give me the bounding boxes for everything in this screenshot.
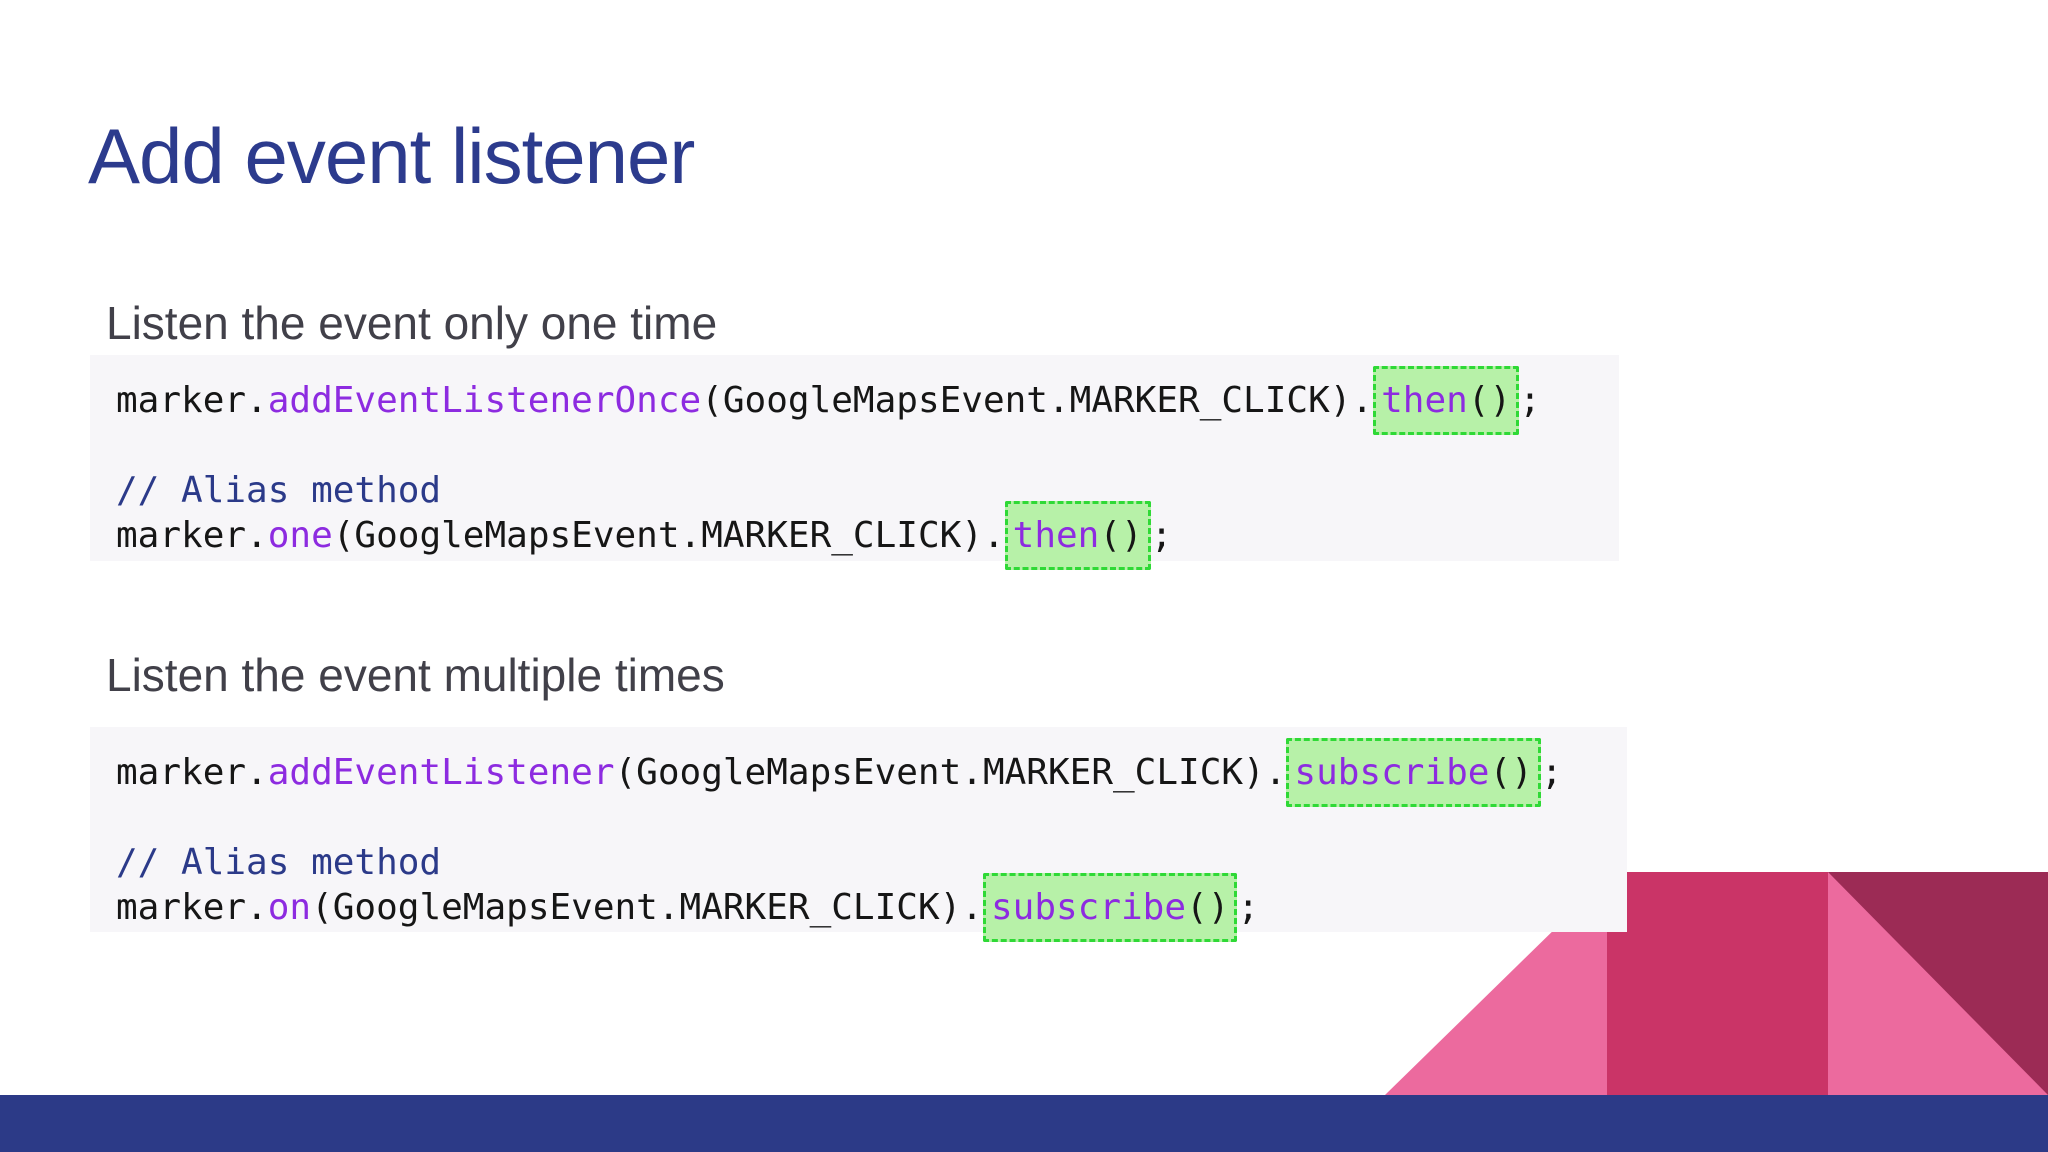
highlight-box: then() <box>1004 501 1151 570</box>
highlight-box: subscribe() <box>1286 738 1541 807</box>
footer-bar <box>0 1095 2048 1152</box>
code-token: subscribe <box>1294 752 1490 793</box>
code-token: addEventListenerOnce <box>267 380 702 421</box>
code-token: (GoogleMapsEvent.MARKER_CLICK). <box>332 515 1005 556</box>
section-heading-multiple: Listen the event multiple times <box>106 649 725 701</box>
maroon-triangle <box>1828 872 2048 1095</box>
code-token: // Alias method <box>116 842 442 883</box>
code-token: then <box>1012 515 1100 556</box>
code-token: ; <box>1540 752 1563 793</box>
code-token: then <box>1381 380 1468 421</box>
pink-rectangle <box>1607 872 1828 1095</box>
code-token: on <box>267 887 312 928</box>
code-token: (GoogleMapsEvent.MARKER_CLICK). <box>701 380 1374 421</box>
code-token: ; <box>1150 515 1173 556</box>
code-line-comment: // Alias method <box>116 840 1627 885</box>
code-token: marker. <box>116 515 268 556</box>
code-token: // Alias method <box>116 470 442 511</box>
code-line-comment: // Alias method <box>116 468 1619 513</box>
code-token: () <box>1099 515 1143 556</box>
code-line: marker.one(GoogleMapsEvent.MARKER_CLICK)… <box>116 501 1619 570</box>
code-token: () <box>1489 752 1533 793</box>
code-token: ; <box>1237 887 1260 928</box>
slide-title: Add event listener <box>88 112 695 200</box>
code-token: () <box>1186 887 1230 928</box>
code-token: marker. <box>116 752 268 793</box>
highlight-box: then() <box>1373 366 1520 435</box>
code-token: () <box>1467 380 1512 421</box>
code-line: marker.addEventListenerOnce(GoogleMapsEv… <box>116 366 1619 435</box>
code-line: marker.addEventListener(GoogleMapsEvent.… <box>116 738 1627 807</box>
code-token: (GoogleMapsEvent.MARKER_CLICK). <box>311 887 983 928</box>
code-line: marker.on(GoogleMapsEvent.MARKER_CLICK).… <box>116 873 1627 942</box>
pink-triangle-right <box>1828 872 2048 1095</box>
code-token: marker. <box>116 887 268 928</box>
highlight-box: subscribe() <box>982 873 1238 942</box>
section-heading-once: Listen the event only one time <box>106 297 718 349</box>
code-token: addEventListener <box>267 752 615 793</box>
code-token: (GoogleMapsEvent.MARKER_CLICK). <box>614 752 1287 793</box>
code-block-multiple: marker.addEventListener(GoogleMapsEvent.… <box>90 727 1627 942</box>
code-block-once: marker.addEventListenerOnce(GoogleMapsEv… <box>90 355 1619 570</box>
code-token: one <box>267 515 333 556</box>
code-token: marker. <box>116 380 268 421</box>
code-token: ; <box>1519 380 1541 421</box>
code-token: subscribe <box>990 887 1187 928</box>
